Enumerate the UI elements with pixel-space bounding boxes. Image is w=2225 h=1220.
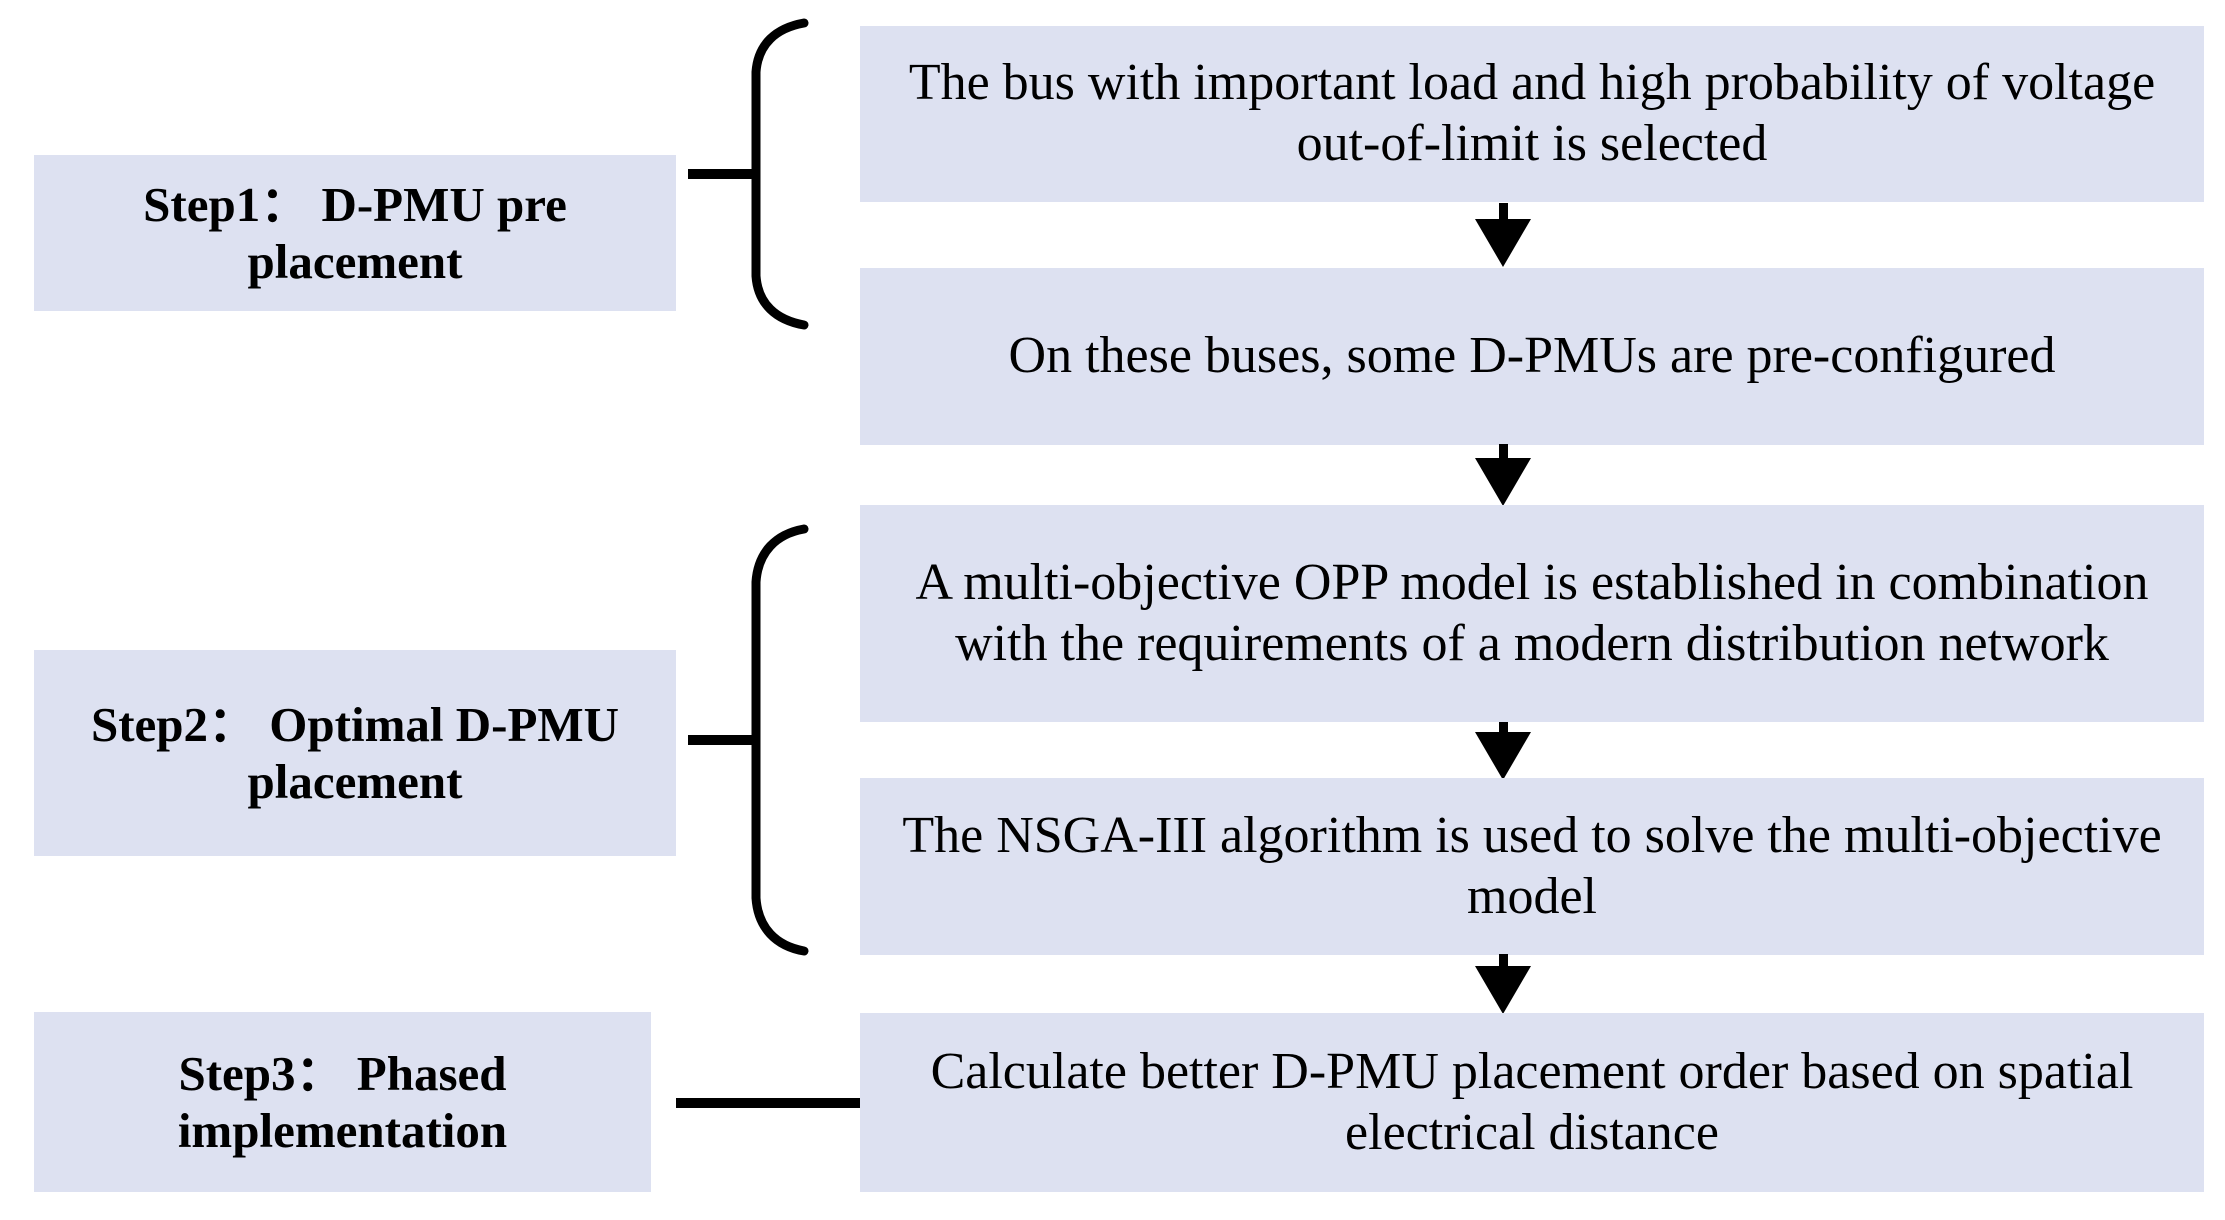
arrow-head bbox=[1475, 966, 1531, 1014]
down-arrow-2-icon bbox=[1473, 444, 1533, 506]
straight-connector-step3 bbox=[676, 1098, 866, 1108]
step-box-3: Step3： Phased implementation bbox=[34, 1012, 651, 1192]
arrow-head bbox=[1475, 458, 1531, 506]
arrow-stem bbox=[1498, 203, 1508, 219]
arrow-stem bbox=[1498, 954, 1508, 966]
curly-brace-step2-icon bbox=[686, 520, 826, 960]
process-box-5: Calculate better D-PMU placement order b… bbox=[860, 1013, 2204, 1192]
process-box-4: The NSGA-III algorithm is used to solve … bbox=[860, 778, 2204, 955]
down-arrow-1-icon bbox=[1473, 203, 1533, 267]
arrow-head bbox=[1475, 219, 1531, 267]
process-box-2: On these buses, some D-PMUs are pre-conf… bbox=[860, 268, 2204, 445]
down-arrow-3-icon bbox=[1473, 722, 1533, 780]
process-box-3: A multi-objective OPP model is establish… bbox=[860, 505, 2204, 722]
arrow-stem bbox=[1498, 444, 1508, 458]
arrow-stem bbox=[1498, 722, 1508, 732]
down-arrow-4-icon bbox=[1473, 954, 1533, 1014]
step-box-1: Step1： D-PMU pre placement bbox=[34, 155, 676, 311]
curly-brace-step1-icon bbox=[686, 14, 826, 334]
arrow-head bbox=[1475, 732, 1531, 780]
step-box-2: Step2： Optimal D-PMU placement bbox=[34, 650, 676, 856]
process-box-1: The bus with important load and high pro… bbox=[860, 26, 2204, 202]
